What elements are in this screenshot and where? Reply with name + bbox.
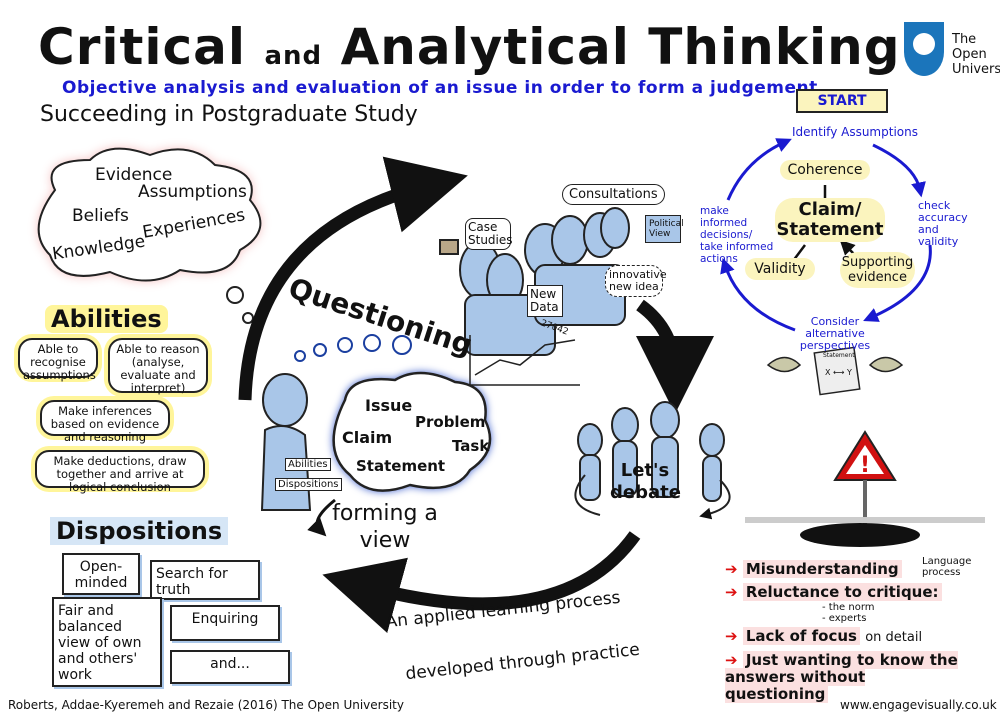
- obstacle-item: ➔ Misunderstanding: [725, 560, 902, 578]
- start-banner: START: [817, 93, 867, 109]
- forming-a-view: forming a view: [332, 501, 438, 553]
- ability-item: Able to reason (analyse, evaluate and in…: [108, 338, 208, 395]
- page-title: Critical and Analytical Thinking: [38, 18, 901, 76]
- cycle-arrow-bottom: [322, 531, 641, 633]
- obstacle-item: ➔ Just wanting to know the answers witho…: [725, 651, 958, 703]
- obstacle-detail: Language process: [922, 556, 972, 578]
- subtitle: Objective analysis and evaluation of an …: [62, 78, 818, 98]
- debate-figures: [577, 401, 725, 502]
- tag-abilities: Abilities: [285, 458, 331, 471]
- cycle-consider-perspectives: Consider alternative perspectives: [799, 315, 871, 352]
- disposition-item: Search for truth: [150, 560, 260, 600]
- center-claim-statement: Claim/ Statement: [775, 198, 885, 242]
- cloud-word-issue: Issue: [365, 396, 413, 415]
- disposition-item: Enquiring: [170, 605, 280, 641]
- disposition-item: Fair and balanced view of own and others…: [52, 597, 162, 687]
- new-data-sheet: New Data: [527, 285, 563, 317]
- cloud-word: Beliefs: [72, 206, 129, 226]
- ou-shield-icon: [904, 22, 944, 76]
- ability-item: Able to recognise assumptions: [18, 338, 98, 382]
- obstacle-detail: - the norm - experts: [822, 602, 875, 624]
- case-studies-bubble: Case Studies: [465, 218, 513, 250]
- cycle-arrow: [872, 143, 926, 198]
- cycle-arrow-top: [238, 156, 468, 401]
- center-coherence: Coherence: [780, 160, 870, 180]
- cycle-arrow-right: [635, 299, 714, 414]
- cloud-word-problem: Problem: [415, 413, 486, 431]
- svg-text:!: !: [860, 453, 870, 478]
- ability-item: Make inferences based on evidence and re…: [40, 400, 170, 444]
- paper-xy: X ⟷ Y: [825, 368, 852, 377]
- paper-label: Statement: [823, 352, 855, 359]
- political-view-book: Political View: [645, 215, 684, 243]
- cloud-word-task: Task: [452, 437, 490, 455]
- eyes-perspectives: [766, 346, 904, 396]
- questioning-cloud: [332, 371, 492, 492]
- obstacle-item: ➔ Lack of focus on detail: [725, 627, 923, 645]
- cloud-word-statement: Statement: [356, 457, 446, 475]
- subheading: Succeeding in Postgraduate Study: [40, 102, 418, 127]
- innovative-idea-bubble: innovative new idea: [605, 265, 667, 297]
- cycle-make-decisions: make informed decisions/ take informed a…: [700, 205, 774, 265]
- cloud-word: Assumptions: [138, 182, 247, 202]
- abilities-heading: Abilities: [45, 305, 168, 333]
- cycle-check-accuracy: check accuracy and validity: [918, 199, 968, 248]
- cloud-word: Evidence: [95, 165, 173, 185]
- citation: Roberts, Addae-Kyeremeh and Rezaie (2016…: [8, 698, 404, 712]
- website-link[interactable]: www.engagevisually.co.uk: [840, 698, 997, 712]
- warning-sign: !: [745, 430, 985, 547]
- disposition-item: and...: [170, 650, 290, 684]
- cycle-identify-assumptions: Identify Assumptions: [792, 125, 918, 139]
- lets-debate: Let's debate: [610, 460, 681, 503]
- tag-dispositions: Dispositions: [275, 478, 342, 491]
- thought-cloud: [37, 147, 262, 282]
- obstacle-item: ➔ Reluctance to critique:: [725, 583, 942, 601]
- ability-item: Make deductions, draw together and arriv…: [35, 450, 205, 494]
- center-supporting-evidence: Supporting evidence: [840, 252, 915, 288]
- cloud-word-claim: Claim: [342, 428, 393, 447]
- consultations-bubble: Consultations: [562, 184, 665, 205]
- dispositions-heading: Dispositions: [50, 517, 229, 545]
- disposition-item: Open-minded: [62, 553, 140, 595]
- center-validity: Validity: [745, 258, 815, 280]
